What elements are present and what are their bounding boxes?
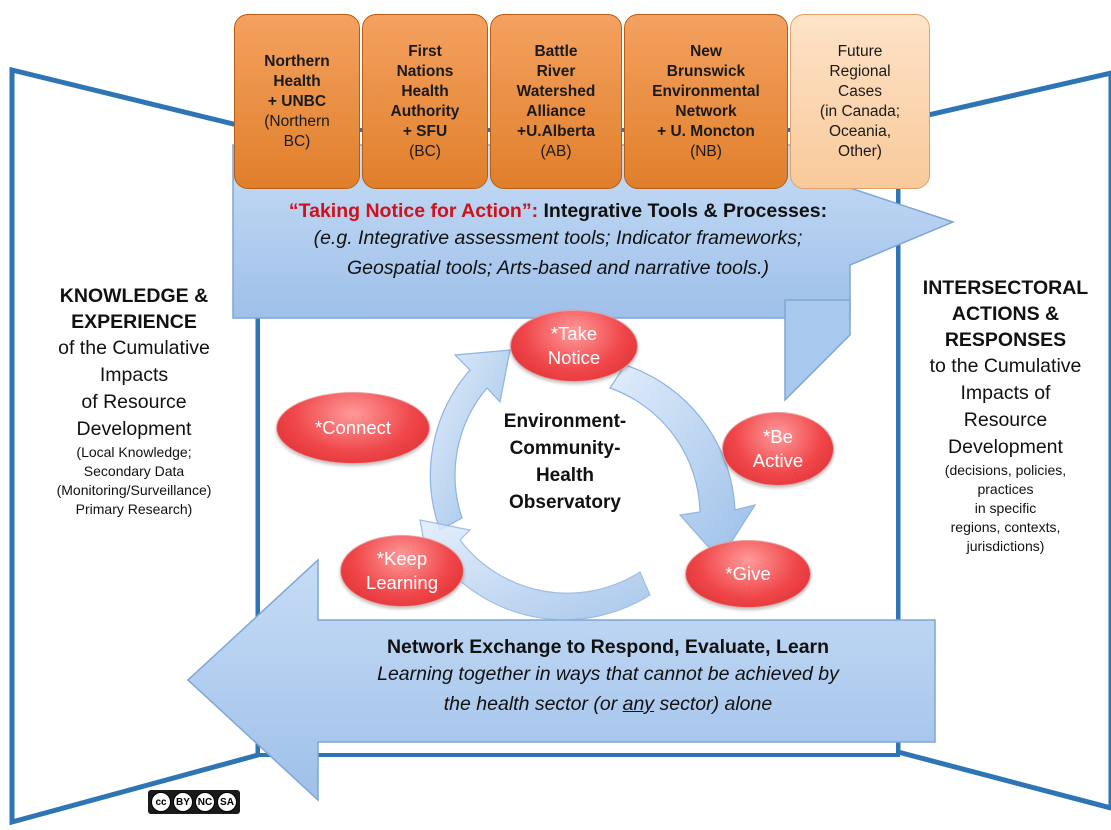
- case-line: (BC): [409, 142, 441, 160]
- case-line: Future: [837, 42, 883, 60]
- left-body-line: of the Cumulative: [58, 337, 210, 359]
- tools-text: “Taking Notice for Action”: Integrative …: [233, 200, 883, 283]
- right-small-line: in specific: [974, 500, 1037, 516]
- case-line: Environmental: [652, 82, 760, 100]
- left-panel-text: KNOWLEDGE & EXPERIENCE of the Cumulative…: [10, 283, 258, 519]
- right-small-line: (decisions, policies,: [944, 462, 1067, 478]
- case-line: (NB): [690, 142, 722, 160]
- observatory-line: Observatory: [509, 492, 621, 513]
- right-body-line: Resource: [963, 409, 1048, 431]
- tools-title-rest: Integrative Tools & Processes:: [543, 200, 828, 222]
- exchange-title: Network Exchange to Respond, Evaluate, L…: [386, 636, 830, 658]
- case-line: + SFU: [402, 122, 448, 140]
- left-small-line: Primary Research): [75, 501, 193, 517]
- left-body-line: Impacts: [99, 364, 169, 386]
- cycle-arrow-top: [429, 349, 511, 531]
- exchange-arrow: [186, 558, 936, 802]
- tools-title-highlight: “Taking Notice for Action”:: [288, 200, 539, 222]
- case-line: BC): [283, 132, 311, 150]
- left-heading: EXPERIENCE: [71, 311, 197, 333]
- oval-line: Notice: [547, 347, 601, 368]
- oval-line: *Connect: [314, 417, 392, 438]
- tools-title: “Taking Notice for Action”: Integrative …: [233, 200, 883, 223]
- sa-icon: SA: [217, 792, 237, 812]
- case-line: Northern: [264, 52, 330, 70]
- case-line: River: [536, 62, 576, 80]
- tools-arrow-tip: [784, 299, 851, 402]
- right-heading: ACTIONS &: [951, 303, 1060, 325]
- by-icon: BY: [173, 792, 193, 812]
- exchange-text: Network Exchange to Respond, Evaluate, L…: [318, 636, 898, 719]
- left-small-line: Secondary Data: [83, 463, 185, 479]
- case-line: + U. Moncton: [657, 122, 755, 140]
- oval-line: *Take: [550, 323, 598, 344]
- exchange-sub-part: the health sector (or: [443, 693, 623, 715]
- cycle-arrow-right: [609, 364, 757, 561]
- observatory-label: Environment- Community- Health Observato…: [470, 408, 660, 516]
- observatory-line: Health: [535, 465, 595, 486]
- case-battle-river: Battle River Watershed Alliance +U.Alber…: [490, 14, 622, 189]
- tools-sub-line: Geospatial tools; Arts-based and narrati…: [347, 257, 769, 279]
- case-first-nations: First Nations Health Authority + SFU (BC…: [362, 14, 488, 189]
- exchange-sub-part: sector) alone: [654, 693, 773, 715]
- oval-line: *Keep: [376, 548, 428, 569]
- right-body-line: Impacts of: [960, 382, 1051, 404]
- case-line: (in Canada;: [819, 102, 901, 120]
- case-line: Battle: [534, 42, 578, 60]
- case-line: Authority: [390, 102, 460, 120]
- case-line: Alliance: [526, 102, 586, 120]
- case-line: Oceania,: [828, 122, 892, 140]
- left-heading: KNOWLEDGE &: [59, 285, 209, 307]
- case-line: Regional: [829, 62, 891, 80]
- oval-line: Active: [752, 450, 804, 471]
- right-panel-text: INTERSECTORAL ACTIONS & RESPONSES to the…: [900, 275, 1111, 556]
- left-small-line: (Local Knowledge;: [76, 444, 192, 460]
- cc-license-badge: cc BY NC SA: [148, 790, 240, 814]
- case-line: New: [690, 42, 722, 60]
- case-line: Watershed: [516, 82, 596, 100]
- oval-connect: *Connect: [276, 392, 430, 464]
- case-line: (Northern: [264, 112, 330, 130]
- observatory-line: Environment-: [503, 411, 627, 432]
- left-body-line: of Resource: [81, 391, 187, 413]
- tools-sub-line: (e.g. Integrative assessment tools; Indi…: [313, 227, 803, 249]
- nc-icon: NC: [195, 792, 215, 812]
- exchange-sub-underlined: any: [622, 693, 655, 715]
- case-line: Network: [675, 102, 737, 120]
- case-northern-health: Northern Health + UNBC (Northern BC): [234, 14, 360, 189]
- case-line: Nations: [396, 62, 454, 80]
- right-heading: RESPONSES: [944, 329, 1067, 351]
- case-new-brunswick: New Brunswick Environmental Network + U.…: [624, 14, 788, 189]
- right-small-line: practices: [977, 481, 1034, 497]
- exchange-sub-line: Learning together in ways that cannot be…: [377, 663, 839, 685]
- case-line: Other): [838, 142, 882, 160]
- case-line: (AB): [540, 142, 572, 160]
- case-line: Health: [401, 82, 449, 100]
- right-small-line: jurisdictions): [966, 538, 1045, 554]
- oval-line: *Be: [763, 426, 793, 447]
- left-body-line: Development: [76, 418, 192, 440]
- right-body-line: Development: [948, 436, 1063, 458]
- oval-line: Learning: [365, 572, 438, 593]
- cc-icon: cc: [151, 792, 171, 812]
- case-line: Cases: [838, 82, 882, 100]
- case-line: +U.Alberta: [517, 122, 595, 140]
- case-line: First: [408, 42, 442, 60]
- right-body-line: to the Cumulative: [929, 355, 1082, 377]
- right-small-line: regions, contexts,: [950, 519, 1061, 535]
- case-line: Brunswick: [666, 62, 746, 80]
- case-line: + UNBC: [267, 92, 327, 110]
- case-future-regional: Future Regional Cases (in Canada; Oceani…: [790, 14, 930, 189]
- oval-line: *Give: [725, 563, 771, 584]
- right-heading: INTERSECTORAL: [922, 277, 1089, 299]
- case-line: Health: [273, 72, 321, 90]
- oval-keep-learning: *Keep Learning: [340, 535, 464, 607]
- left-small-line: (Monitoring/Surveillance): [56, 482, 212, 498]
- observatory-line: Community-: [509, 438, 621, 459]
- oval-be-active: *Be Active: [722, 412, 834, 486]
- exchange-sub-line: the health sector (or any sector) alone: [318, 689, 898, 719]
- oval-give: *Give: [685, 540, 811, 608]
- oval-take-notice: *Take Notice: [510, 310, 638, 382]
